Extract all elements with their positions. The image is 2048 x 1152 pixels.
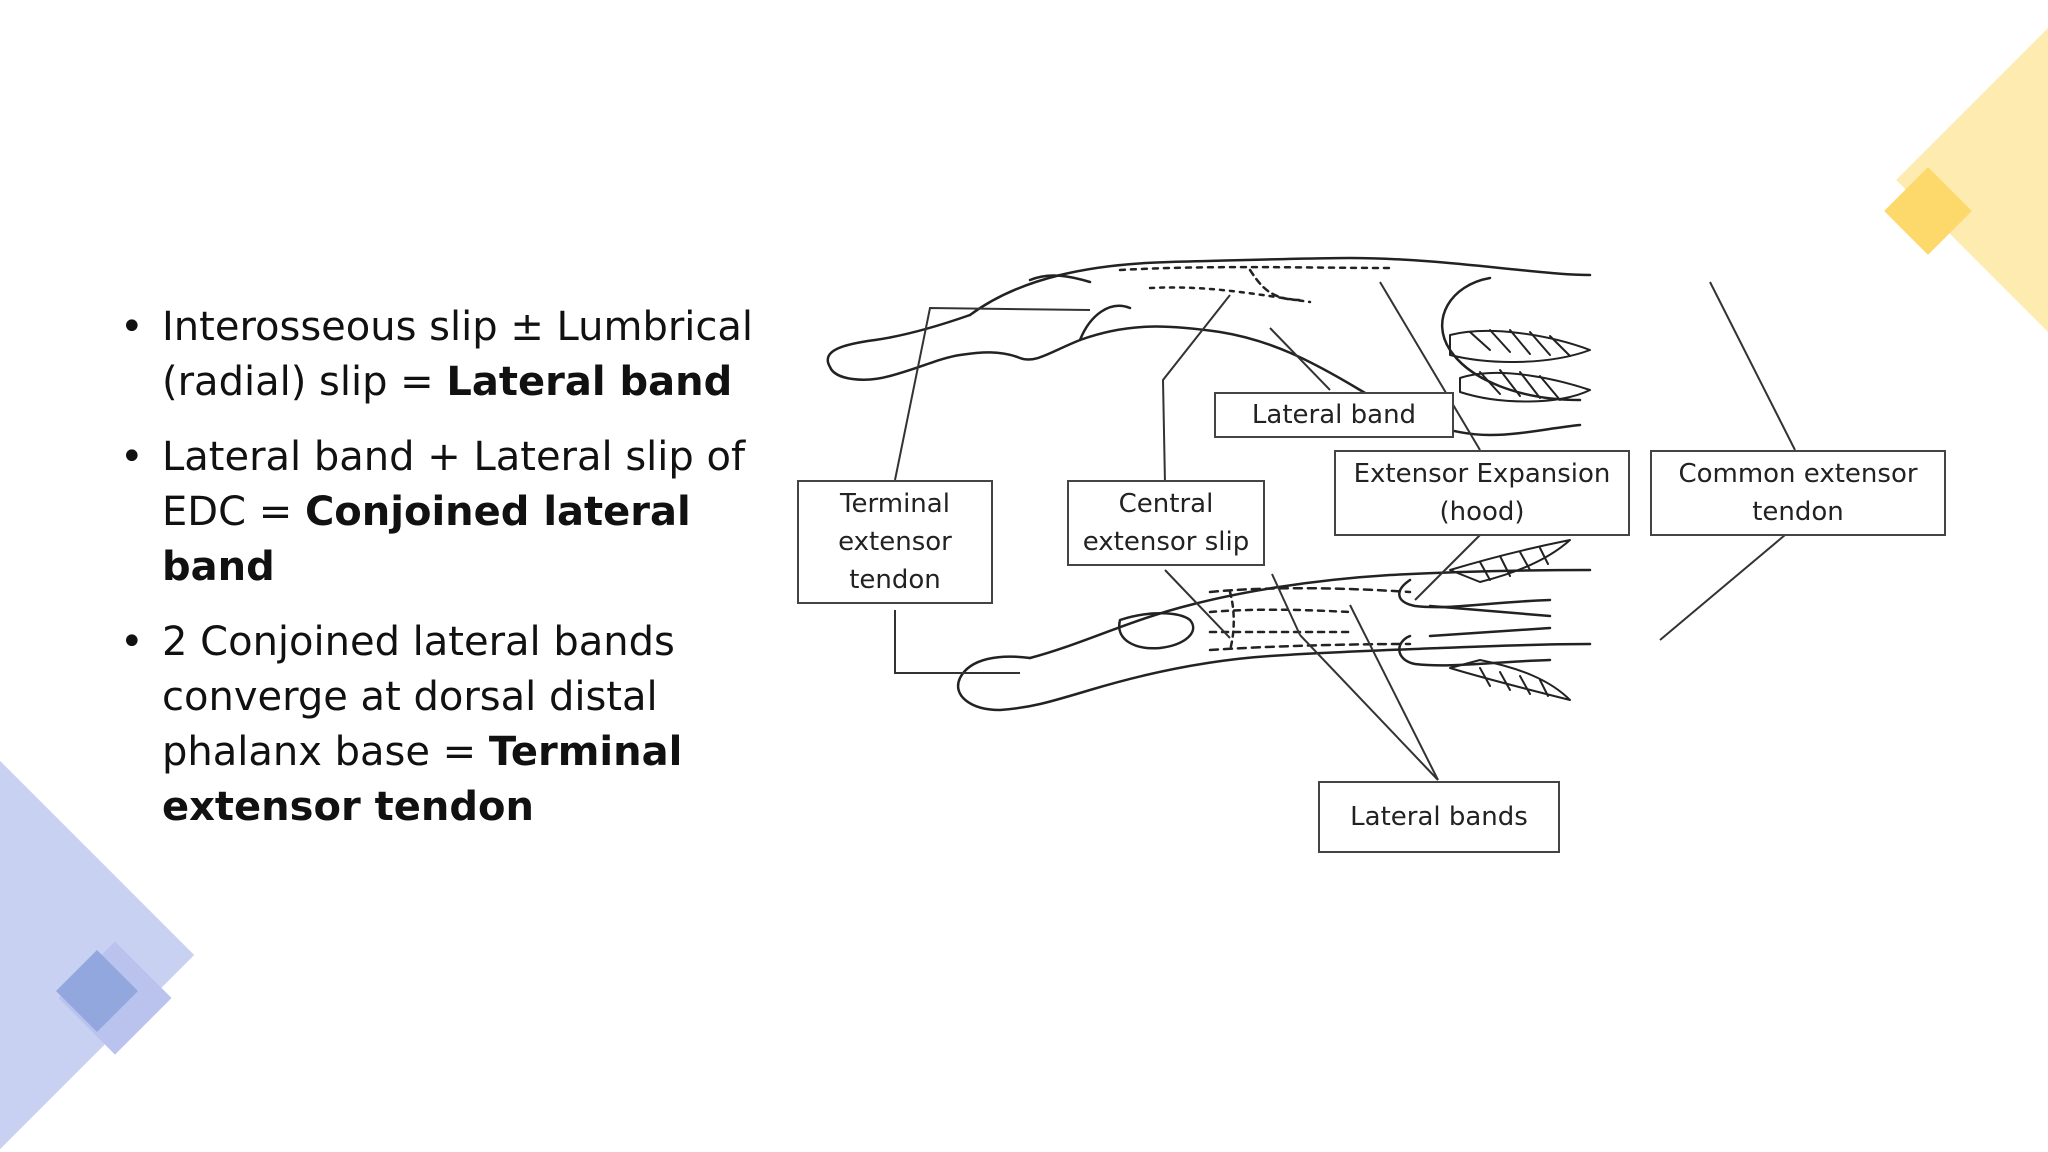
leader-line-lateral-band [1269, 327, 1331, 391]
leader-line-extensor-bottom [1414, 534, 1481, 601]
leader-line-central-top [1161, 294, 1231, 485]
finger-anatomy-drawing [826, 256, 1796, 781]
label-lateral-bands: Lateral bands [1318, 781, 1560, 853]
bullet-text: Interosseous slip ± Lumbrical (radial) s… [162, 304, 754, 405]
label-central-extensor-slip: Central extensor slip [1067, 480, 1265, 566]
extensor-mechanism-diagram: Terminal extensor tendon Central extenso… [790, 240, 1970, 870]
bullet-list: Interosseous slip ± Lumbrical (radial) s… [120, 300, 780, 855]
bullet-item: Lateral band + Lateral slip of EDC = Con… [120, 430, 780, 595]
label-terminal-extensor-tendon: Terminal extensor tendon [797, 480, 993, 604]
leader-line-lateral-bands-2 [1349, 604, 1439, 781]
bullet-bold-term: Terminal extensor tendon [162, 729, 683, 830]
label-extensor-expansion-hood: Extensor Expansion (hood) [1334, 450, 1630, 536]
bullet-item: Interosseous slip ± Lumbrical (radial) s… [120, 300, 780, 410]
leader-line-central-bottom [1164, 569, 1231, 639]
leader-line-common-top [1709, 281, 1796, 451]
leader-line-lateral-bands-1 [1299, 634, 1439, 781]
leader-line-terminal-bottom [894, 610, 1020, 674]
lumbrical-muscle-bottom [1449, 539, 1571, 701]
leader-line-common-bottom [1659, 534, 1786, 641]
bullet-bold-term: Conjoined lateral band [162, 489, 691, 590]
label-lateral-band: Lateral band [1214, 392, 1454, 438]
lumbrical-muscle-top [1449, 329, 1591, 403]
label-common-extensor-tendon: Common extensor tendon [1650, 450, 1946, 536]
bullet-bold-term: Lateral band [446, 359, 733, 405]
dorsal-view-finger-outline [957, 642, 1592, 712]
leader-line-extensor-top [1379, 281, 1481, 451]
bullet-item: 2 Conjoined lateral bands converge at do… [120, 615, 780, 835]
bullet-text: 2 Conjoined lateral bands converge at do… [162, 619, 675, 775]
bullet-text: Lateral band + Lateral slip of EDC = [162, 434, 746, 535]
leader-line-terminal-top [894, 306, 1091, 481]
leader-lines [894, 281, 1796, 781]
